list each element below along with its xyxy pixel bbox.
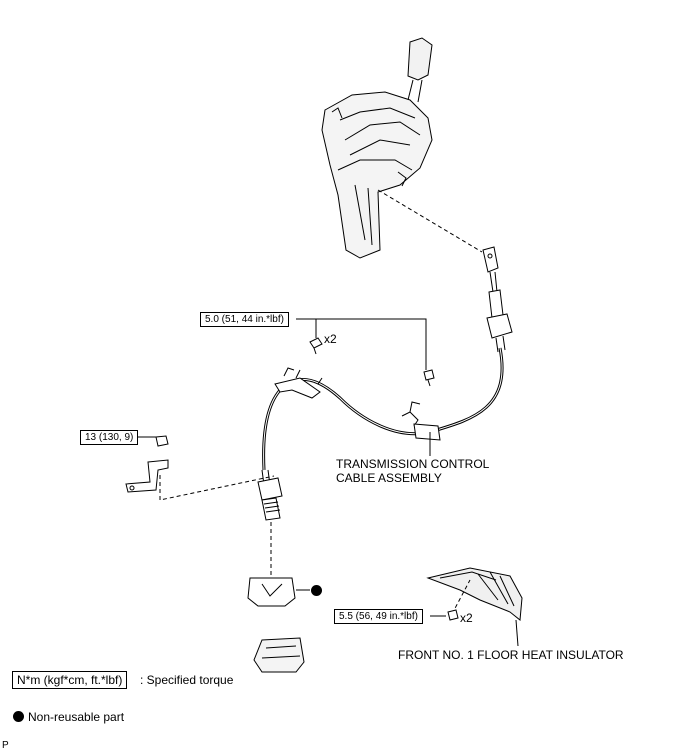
floor-heat-insulator xyxy=(426,567,523,621)
legend-torque-desc: : Specified torque xyxy=(140,673,234,687)
torque-box-insulator-nuts: 5.5 (56, 49 in.*lbf) xyxy=(334,609,423,624)
cable-lower-end xyxy=(257,469,283,521)
cable-upper-end xyxy=(482,246,513,353)
cable-label-line1: TRANSMISSION CONTROL xyxy=(336,457,490,471)
qty-insulator-nuts: x2 xyxy=(460,611,473,625)
legend-dot-icon xyxy=(13,711,24,722)
torque-box-bracket-nut: 13 (130, 9) xyxy=(80,430,139,445)
non-reusable-marker xyxy=(311,585,322,596)
transmission-control-cable xyxy=(262,347,504,471)
retaining-clip xyxy=(247,577,296,607)
corner-code: P xyxy=(2,740,9,751)
cable-cover xyxy=(253,637,305,673)
cable-bracket-bolt-left xyxy=(309,337,323,355)
torque-box-cable-bolts: 5.0 (51, 44 in.*lbf) xyxy=(200,312,289,327)
insulator-label: FRONT NO. 1 FLOOR HEAT INSULATOR xyxy=(398,648,624,662)
legend-non-reusable: Non-reusable part xyxy=(28,710,125,724)
shift-lever-assembly xyxy=(321,37,433,259)
legend-torque-unit: N*m (kgf*cm, ft.*lbf) xyxy=(12,671,128,689)
qty-cable-bolts: x2 xyxy=(324,332,337,346)
cable-bracket-bolt-right xyxy=(423,369,435,387)
cable-bracket-lower xyxy=(125,435,169,493)
cable-label-line2: CABLE ASSEMBLY xyxy=(336,471,442,485)
